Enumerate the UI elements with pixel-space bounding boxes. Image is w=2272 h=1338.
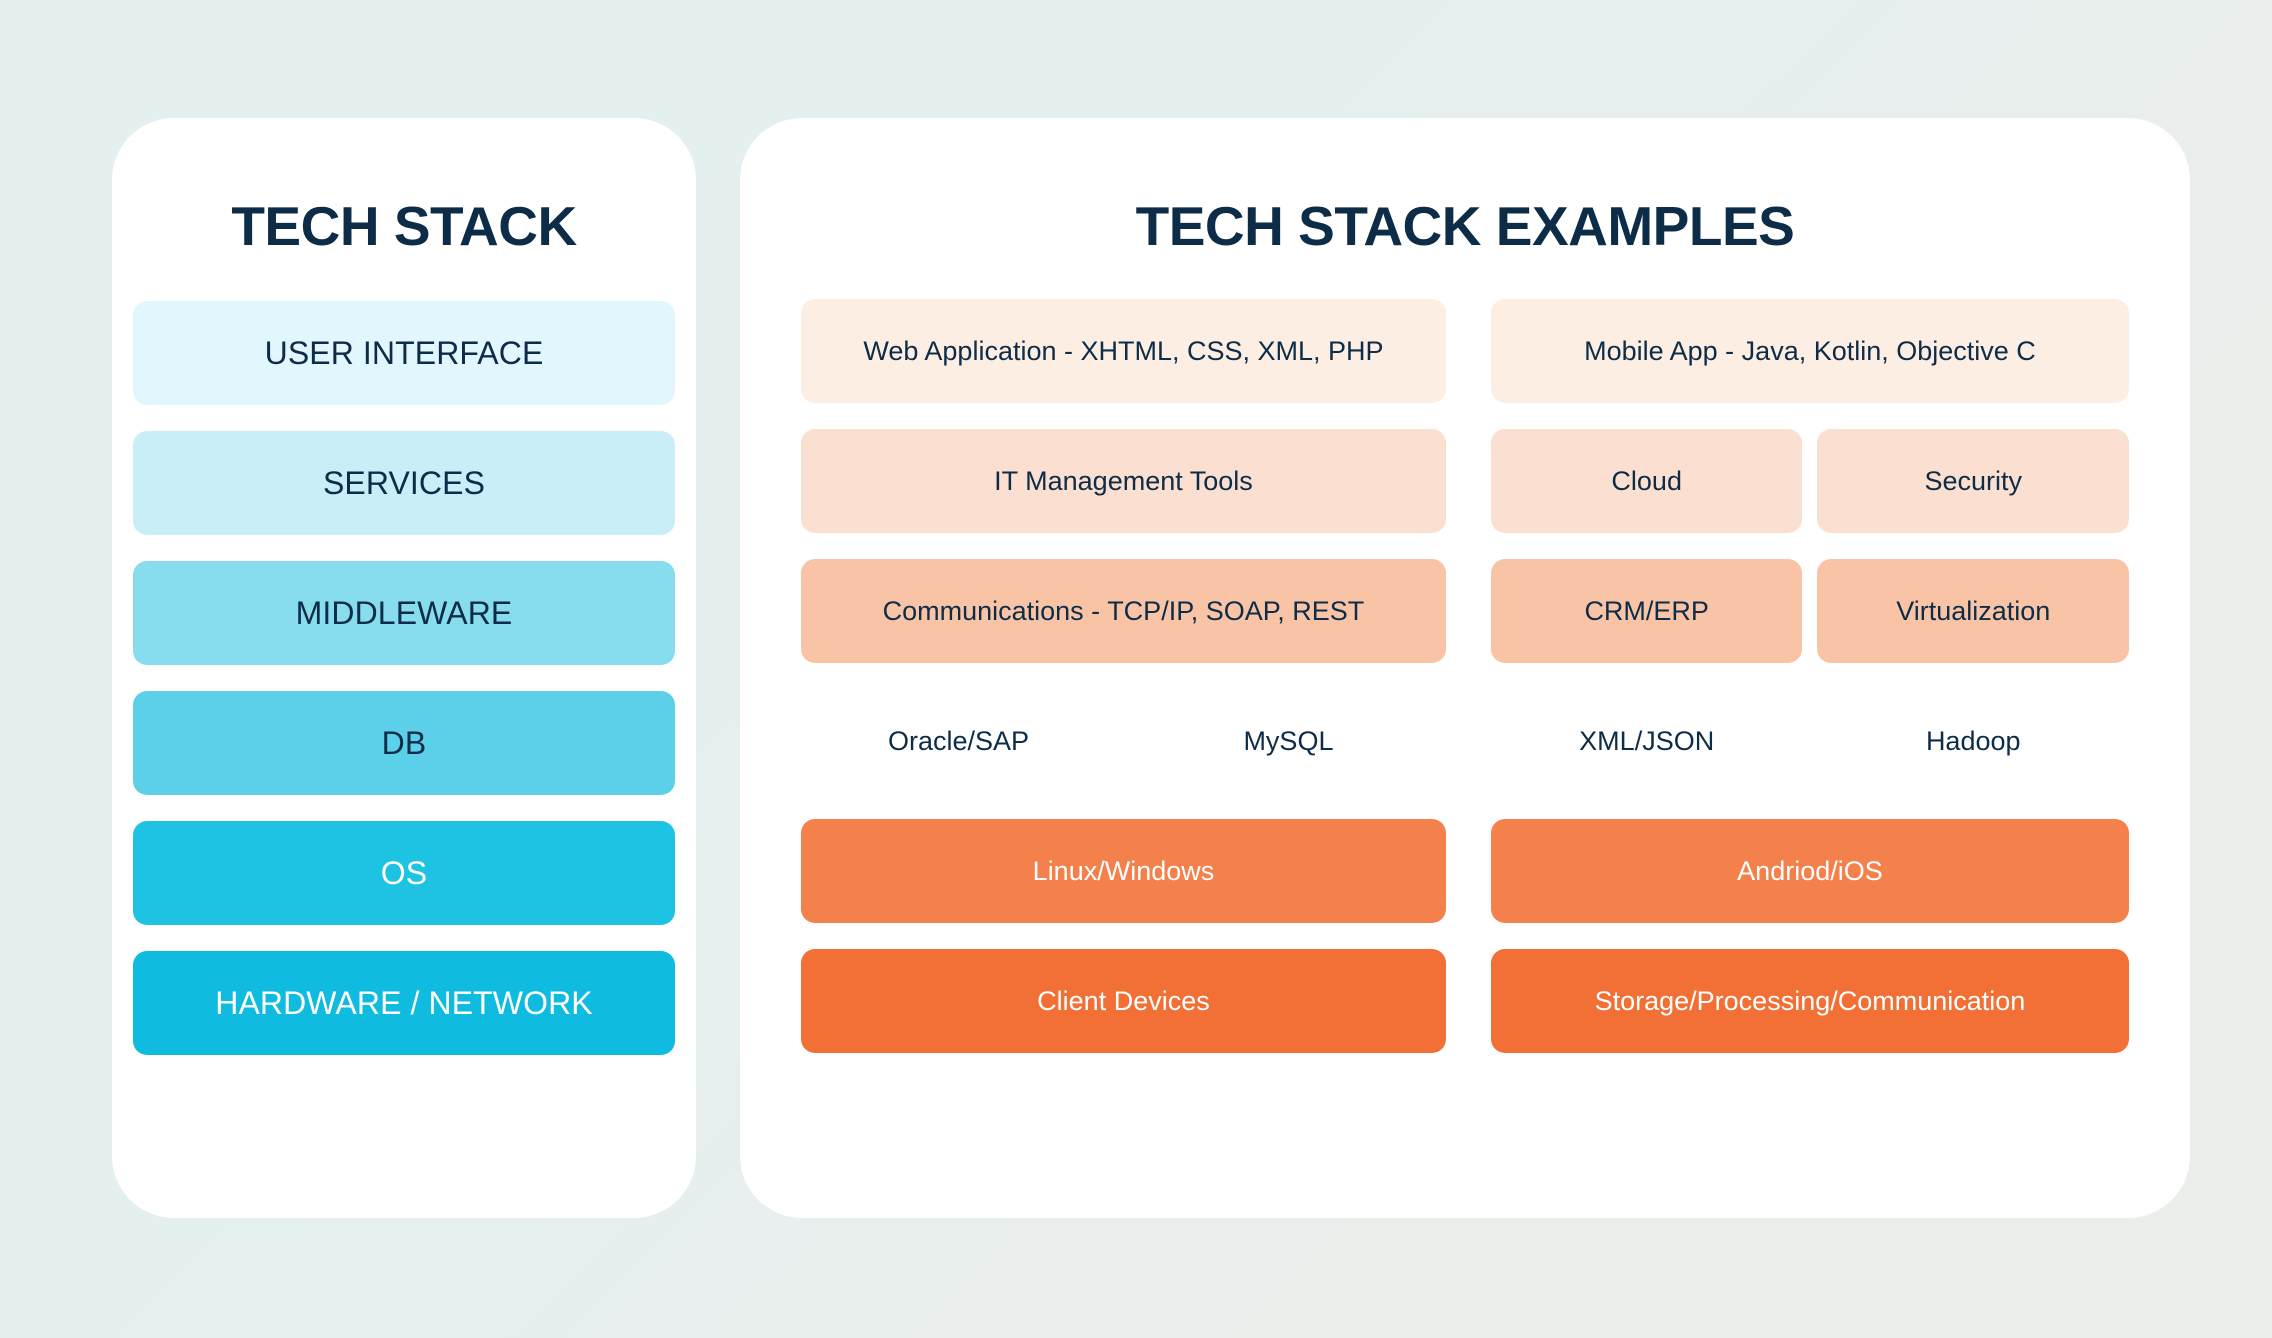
example-cell-label: XML/JSON — [1579, 725, 1715, 756]
example-cell-label: Andriod/iOS — [1737, 855, 1883, 886]
tech-stack-layer-list: USER INTERFACE SERVICES MIDDLEWARE DB OS HARD… — [133, 301, 675, 1055]
example-cell[interactable]: Virtualization — [1817, 559, 2130, 663]
example-cell[interactable]: Client Devices — [801, 949, 1446, 1053]
example-cell[interactable]: Mobile App - Java, Kotlin, Objective C — [1490, 299, 2129, 403]
example-cell-label: MySQL — [1243, 725, 1334, 756]
examples-row-half: IT Management Tools — [801, 429, 1446, 533]
examples-column-divider — [1461, 429, 1476, 533]
tech-stack-card: TECH STACK USER INTERFACE SERVICES MIDDLEW… — [112, 118, 696, 1218]
tech-stack-layer-bar[interactable]: DB — [133, 691, 675, 795]
tech-stack-layer-label: OS — [380, 854, 428, 891]
examples-column-divider — [1461, 299, 1476, 403]
examples-row-half: Oracle/SAP MySQL — [801, 689, 1446, 793]
example-cell[interactable]: IT Management Tools — [801, 429, 1446, 533]
example-cell[interactable]: CRM/ERP — [1490, 559, 1803, 663]
tech-stack-layer-bar[interactable]: OS — [133, 821, 675, 925]
examples-row: Linux/Windows Andriod/iOS — [801, 819, 2129, 923]
examples-row: Client Devices Storage/Processing/Communi… — [801, 949, 2129, 1053]
examples-row: IT Management Tools Cloud Security — [801, 429, 2130, 533]
example-cell-label: Web Application - XHTML, CSS, XML, PHP — [863, 335, 1384, 366]
tech-stack-layer-label: DB — [381, 724, 427, 761]
example-cell-label: Cloud — [1611, 465, 1682, 496]
example-cell-label: Oracle/SAP — [887, 725, 1030, 756]
tech-stack-layer-label: SERVICES — [322, 464, 486, 501]
examples-row: Web Application - XHTML, CSS, XML, PHP Mo… — [801, 299, 2129, 403]
examples-column-divider — [1461, 819, 1476, 923]
example-cell-label: Mobile App - Java, Kotlin, Objective C — [1584, 335, 2036, 366]
examples-row-half: Communications - TCP/IP, SOAP, REST — [801, 559, 1446, 663]
example-cell-label: Client Devices — [1037, 985, 1210, 1016]
example-cell[interactable]: Hadoop — [1817, 689, 2129, 793]
examples-row-half: Mobile App - Java, Kotlin, Objective C — [1490, 299, 2129, 403]
example-cell[interactable]: Web Application - XHTML, CSS, XML, PHP — [801, 299, 1446, 403]
examples-row-half: CRM/ERP Virtualization — [1490, 559, 2130, 663]
example-cell[interactable]: MySQL — [1131, 689, 1446, 793]
tech-stack-examples-card: TECH STACK EXAMPLES Web Application - XH… — [740, 118, 2190, 1218]
example-cell[interactable]: XML/JSON — [1491, 689, 1803, 793]
example-cell-label: IT Management Tools — [994, 465, 1253, 496]
page-title: TECH STACK — [231, 195, 577, 257]
tech-stack-layer-bar[interactable]: HARDWARE / NETWORK — [133, 951, 675, 1055]
tech-stack-layer-label: MIDDLEWARE — [295, 594, 513, 631]
example-cell[interactable]: Cloud — [1490, 429, 1803, 533]
example-cell[interactable]: Security — [1817, 429, 2130, 533]
example-cell-label: Virtualization — [1896, 595, 2051, 626]
tech-stack-layer-label: USER INTERFACE — [264, 334, 544, 371]
tech-stack-layer-bar[interactable]: MIDDLEWARE — [133, 561, 675, 665]
example-cell-label: Security — [1924, 465, 2023, 496]
example-cell-label: Linux/Windows — [1032, 855, 1215, 886]
examples-row: Oracle/SAP MySQL XML/JSON Hadoop — [801, 689, 2129, 793]
tech-stack-layer-label: HARDWARE / NETWORK — [215, 984, 593, 1021]
examples-column-divider — [1461, 689, 1476, 793]
examples-row-half: Cloud Security — [1490, 429, 2130, 533]
examples-row-half: Web Application - XHTML, CSS, XML, PHP — [801, 299, 1446, 403]
example-cell-label: Hadoop — [1925, 725, 2021, 756]
tech-stack-layer-bar[interactable]: SERVICES — [133, 431, 675, 535]
examples-row: Communications - TCP/IP, SOAP, REST CRM/E… — [801, 559, 2130, 663]
examples-row-half: Linux/Windows — [801, 819, 1446, 923]
examples-row-half: Andriod/iOS — [1490, 819, 2129, 923]
examples-row-half: Client Devices — [801, 949, 1446, 1053]
example-cell-label: Communications - TCP/IP, SOAP, REST — [882, 595, 1365, 626]
example-cell-label: CRM/ERP — [1584, 595, 1709, 626]
examples-column-divider — [1461, 559, 1476, 663]
example-cell[interactable]: Linux/Windows — [801, 819, 1446, 923]
examples-row-half: Storage/Processing/Communication — [1490, 949, 2129, 1053]
example-cell[interactable]: Oracle/SAP — [801, 689, 1116, 793]
example-cell[interactable]: Storage/Processing/Communication — [1490, 949, 2129, 1053]
tech-stack-layer-bar[interactable]: USER INTERFACE — [133, 301, 675, 405]
examples-title: TECH STACK EXAMPLES — [1135, 195, 1795, 257]
example-cell-label: Storage/Processing/Communication — [1594, 985, 2026, 1016]
example-cell[interactable]: Communications - TCP/IP, SOAP, REST — [801, 559, 1446, 663]
example-cell[interactable]: Andriod/iOS — [1490, 819, 2129, 923]
examples-row-half: XML/JSON Hadoop — [1491, 689, 2129, 793]
examples-grid: Web Application - XHTML, CSS, XML, PHP Mo… — [801, 299, 2130, 1053]
examples-column-divider — [1461, 949, 1476, 1053]
